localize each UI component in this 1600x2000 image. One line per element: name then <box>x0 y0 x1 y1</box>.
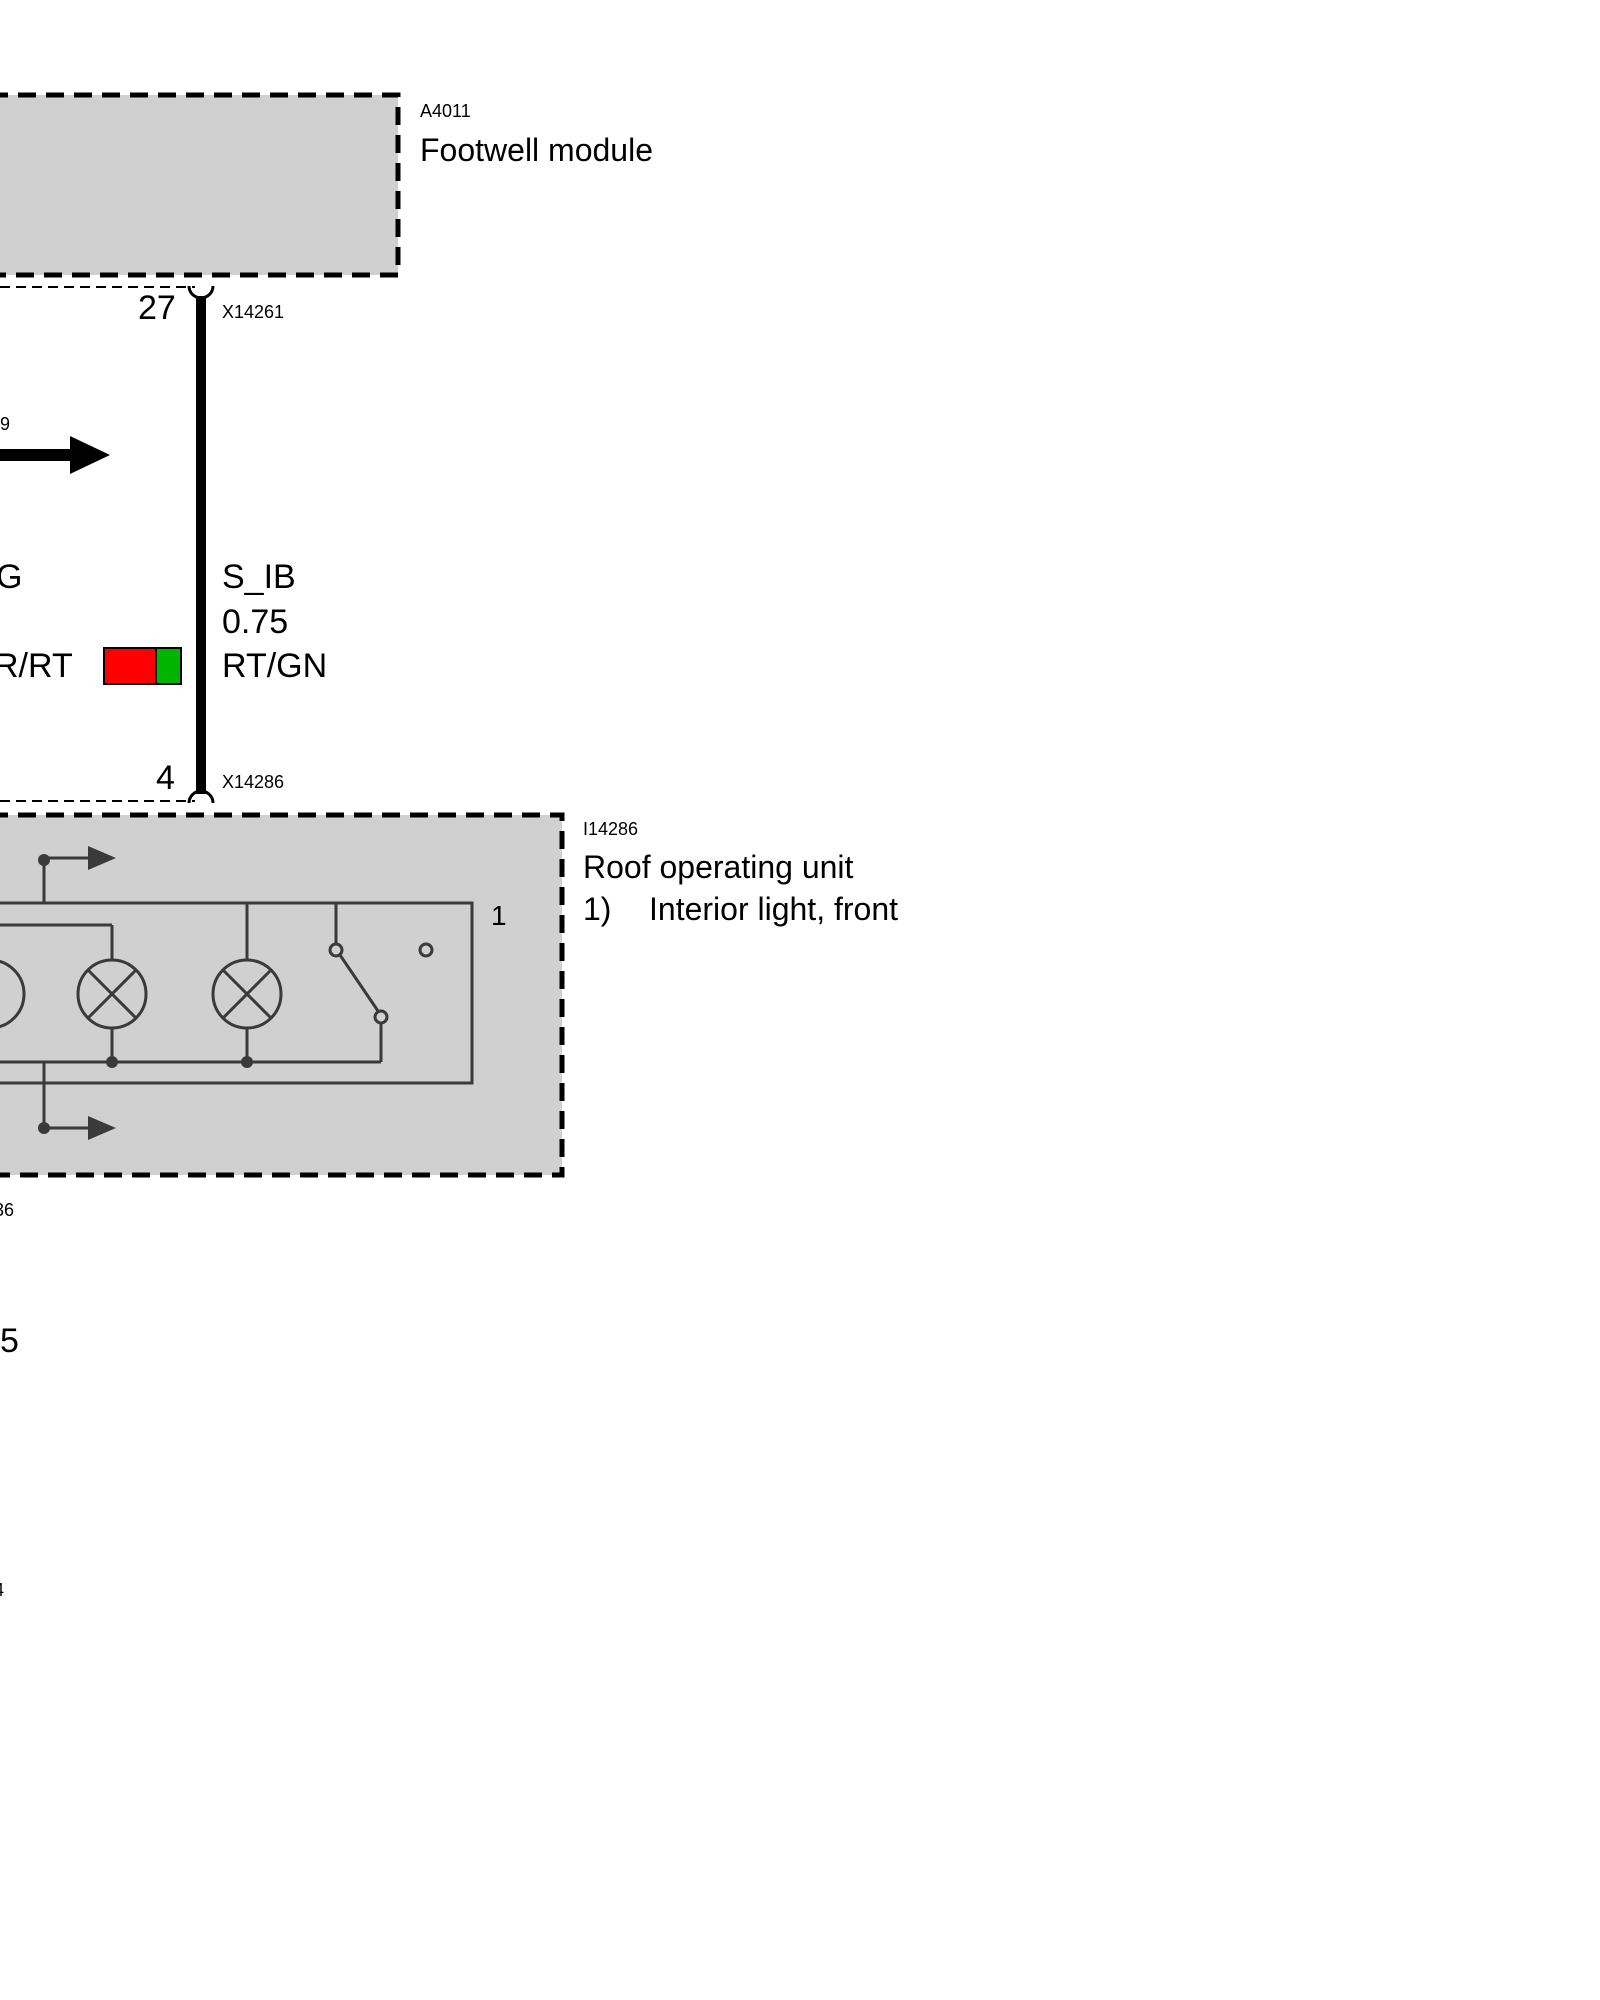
output-arrow-bottom-icon <box>88 1116 116 1140</box>
wire-color-swatch-green <box>155 647 182 685</box>
circuit-nodes <box>38 846 253 1140</box>
footwell-connector-id: X14261 <box>222 302 284 322</box>
wire-color-swatch-red <box>103 647 157 685</box>
roof-unit-id: I14286 <box>583 819 638 839</box>
footwell-pin-number: 27 <box>138 289 176 327</box>
wire-signal-label: S_IB <box>222 558 296 596</box>
left-color-fragment: R/RT <box>0 647 73 685</box>
left-value-fragment: 5 <box>0 1322 19 1360</box>
switch-contact-top <box>328 942 344 958</box>
roof-connector-id: X14286 <box>222 772 284 792</box>
lamp-icon-partial <box>0 959 26 1029</box>
output-arrow-top-icon <box>88 846 116 870</box>
pin-4-connector-icon <box>187 789 215 804</box>
roof-unit-note-marker: 1) <box>583 891 611 927</box>
footwell-module-id: A4011 <box>420 101 471 121</box>
footwell-module-name: Footwell module <box>420 132 653 168</box>
left-bottom-fragment: 4 <box>0 1580 4 1600</box>
left-number-fragment: 9 <box>0 414 10 434</box>
switch-contact-open <box>418 942 434 958</box>
left-connector-fragment: 36 <box>0 1200 14 1220</box>
interior-light-circuit <box>0 856 474 1130</box>
interior-light-frame <box>0 901 474 1085</box>
roof-unit-note-text: Interior light, front <box>649 891 898 927</box>
left-arrow-icon <box>70 436 110 474</box>
wire-color-code-label: RT/GN <box>222 647 327 685</box>
wire-size-label: 0.75 <box>222 603 288 641</box>
left-signal-fragment: G <box>0 558 22 596</box>
roof-pin-number: 4 <box>156 759 175 797</box>
roof-unit-name: Roof operating unit <box>583 849 854 885</box>
inner-pin-number: 1 <box>491 900 507 931</box>
footwell-module-box <box>0 92 401 278</box>
